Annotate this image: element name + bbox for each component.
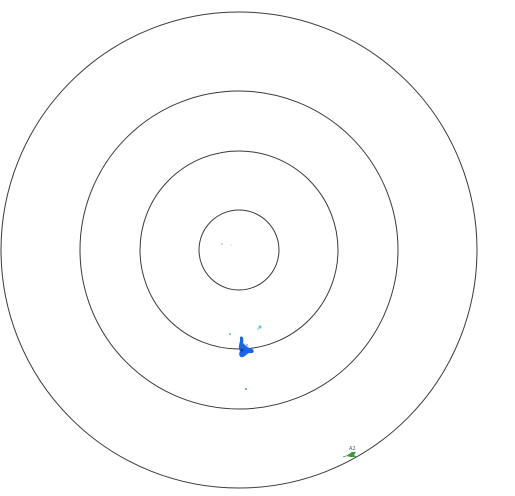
speck bbox=[221, 243, 223, 245]
speck bbox=[230, 244, 232, 246]
range-rings bbox=[0, 11, 478, 489]
echo-speck bbox=[245, 388, 247, 390]
range-ring-1 bbox=[198, 209, 280, 291]
range-ring-4 bbox=[0, 11, 478, 489]
echo-blob bbox=[238, 336, 254, 358]
echo-speck-light bbox=[258, 325, 262, 329]
range-ring-2 bbox=[139, 150, 339, 350]
target-icon bbox=[346, 452, 357, 457]
range-ring-3 bbox=[79, 90, 399, 410]
echo-speck-light bbox=[257, 328, 259, 330]
echo-speck bbox=[246, 344, 248, 346]
target-marker: A2 bbox=[342, 446, 357, 458]
center-specks bbox=[221, 243, 232, 246]
echo-core bbox=[240, 348, 244, 352]
target-trail bbox=[342, 455, 347, 458]
echo-speck bbox=[229, 333, 231, 335]
echo-cluster bbox=[229, 325, 262, 390]
target-label: A2 bbox=[349, 446, 356, 452]
